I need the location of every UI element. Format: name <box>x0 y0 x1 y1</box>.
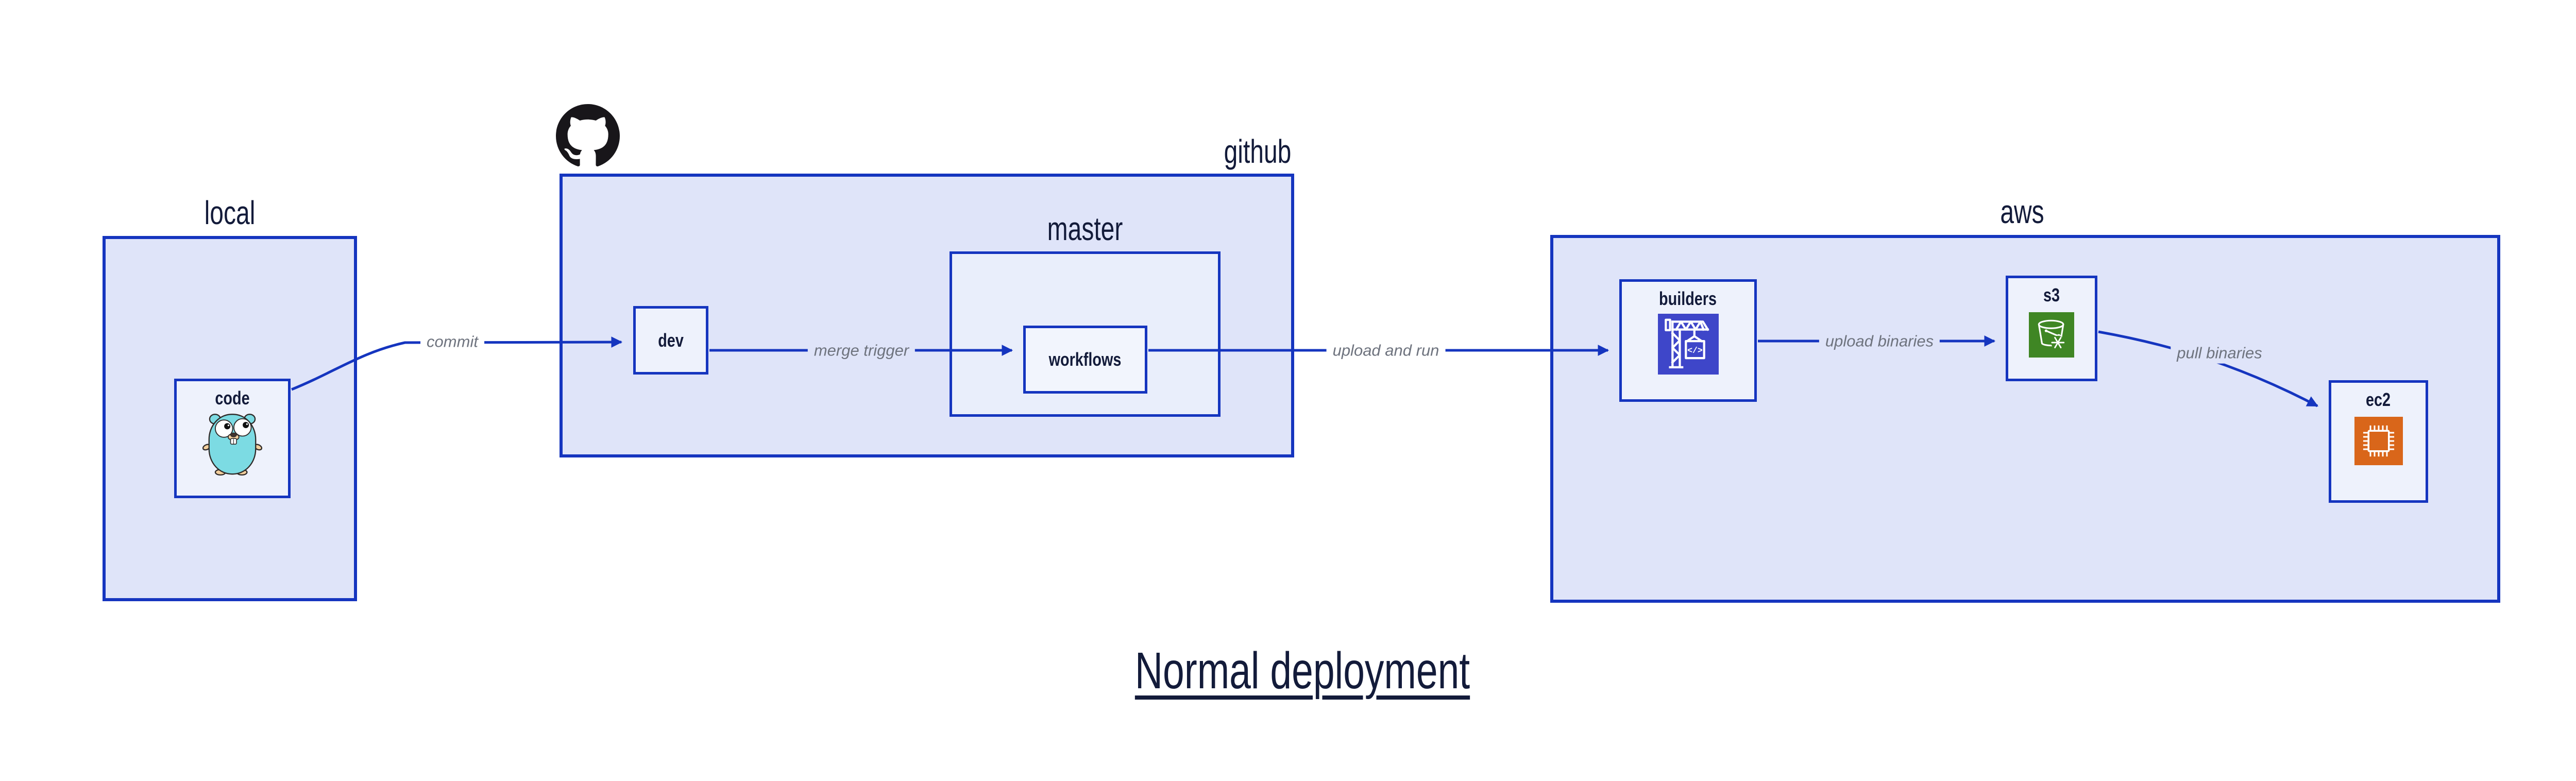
node-label-ec2: ec2 <box>2366 389 2391 410</box>
edge-label-commit: commit <box>420 332 484 352</box>
node-ec2: ec2 <box>2329 380 2428 503</box>
github-octocat-icon <box>556 104 620 166</box>
edge-label-upload-and-run: upload and run <box>1326 341 1446 361</box>
node-label-workflows: workflows <box>1049 349 1122 370</box>
s3-glacier-bucket-icon <box>2029 312 2074 358</box>
node-label-builders: builders <box>1659 288 1717 309</box>
node-builders: builders </> <box>1619 279 1757 402</box>
node-workflows: workflows <box>1023 326 1147 394</box>
edge-label-pull-binaries: pull binaries <box>2171 343 2268 364</box>
node-code: code <box>174 379 291 498</box>
node-label-dev: dev <box>658 329 684 351</box>
node-label-code: code <box>215 387 250 409</box>
codebuild-crane-icon: </> <box>1657 314 1719 375</box>
diagram-title: Normal deployment <box>1134 642 1470 700</box>
group-label-github: github <box>1224 133 1291 170</box>
node-s3: s3 <box>2006 276 2097 381</box>
edge-label-upload-binaries: upload binaries <box>1819 331 1940 352</box>
group-label-aws: aws <box>2000 193 2044 230</box>
ec2-chip-icon <box>2354 417 2403 465</box>
svg-text:</>: </> <box>1687 346 1703 355</box>
edge-label-merge-trigger: merge trigger <box>807 341 916 361</box>
go-gopher-icon <box>202 414 262 476</box>
node-label-s3: s3 <box>2043 284 2060 305</box>
node-dev: dev <box>633 306 708 375</box>
group-label-master: master <box>1047 210 1123 247</box>
group-label-local: local <box>204 194 256 231</box>
